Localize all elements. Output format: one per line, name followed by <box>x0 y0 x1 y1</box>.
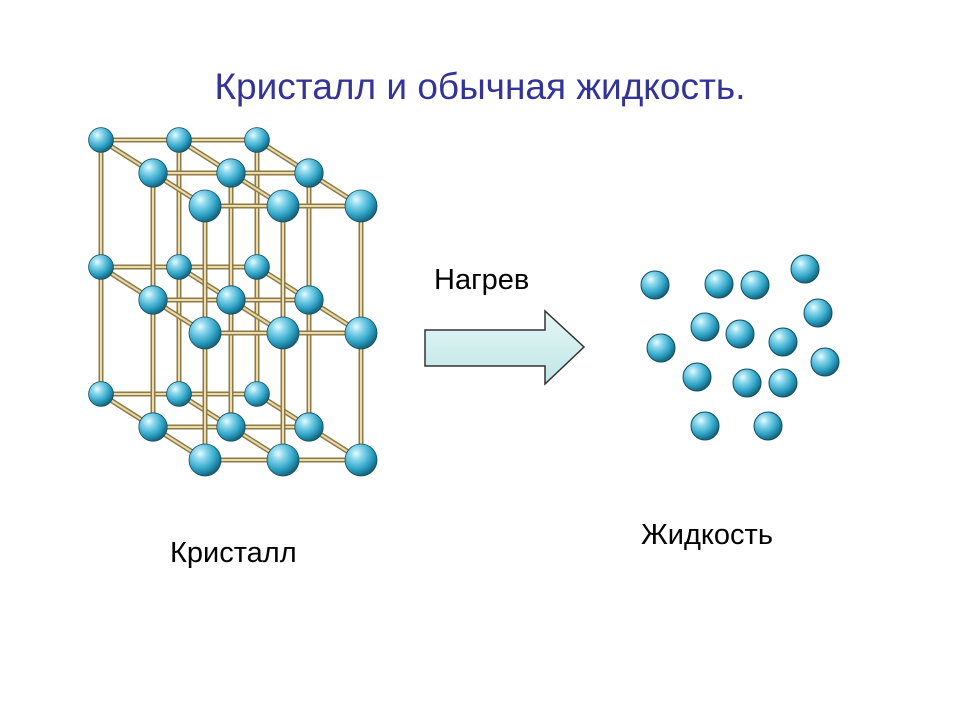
liquid-particle <box>690 411 720 441</box>
liquid-particle <box>803 298 833 328</box>
right-arrow-icon <box>424 309 586 386</box>
lattice-atom <box>266 189 300 223</box>
heat-label: Нагрев <box>434 264 530 296</box>
liquid-particle <box>768 327 798 357</box>
liquid-particle <box>740 270 770 300</box>
liquid-particle <box>768 368 798 398</box>
lattice-atom <box>344 189 378 223</box>
lattice-atom <box>216 285 246 315</box>
liquid-particle <box>704 269 734 299</box>
lattice-atoms <box>88 127 378 477</box>
lattice-atom <box>344 316 378 350</box>
lattice-atom <box>138 158 168 188</box>
lattice-atom <box>166 254 192 280</box>
crystal-label: Кристалл <box>170 537 297 569</box>
lattice-atom <box>166 381 192 407</box>
lattice-atom <box>216 158 246 188</box>
lattice-atom <box>244 381 270 407</box>
lattice-atom <box>88 127 114 153</box>
lattice-atom <box>294 412 324 442</box>
slide-title: Кристалл и обычная жидкость. <box>214 66 746 107</box>
lattice-atom <box>294 158 324 188</box>
lattice-atom <box>188 316 222 350</box>
lattice-atom <box>138 285 168 315</box>
lattice-atom <box>344 443 378 477</box>
liquid-particle <box>640 270 670 300</box>
lattice-atom <box>294 285 324 315</box>
liquid-particle <box>682 362 712 392</box>
lattice-atom <box>188 189 222 223</box>
liquid-particles-icon <box>640 254 840 441</box>
liquid-particle <box>753 411 783 441</box>
liquid-particle <box>732 368 762 398</box>
lattice-atom <box>216 412 246 442</box>
lattice-atom <box>166 127 192 153</box>
liquid-particle <box>690 312 720 342</box>
crystal-lattice-icon <box>88 127 378 477</box>
lattice-atom <box>188 443 222 477</box>
liquid-particle <box>790 254 820 284</box>
liquid-particle <box>646 333 676 363</box>
liquid-label: Жидкость <box>641 519 773 551</box>
lattice-atom <box>88 381 114 407</box>
lattice-atom <box>244 127 270 153</box>
lattice-atom <box>266 316 300 350</box>
lattice-atom <box>88 254 114 280</box>
lattice-atom <box>138 412 168 442</box>
liquid-particle <box>725 319 755 349</box>
liquid-particle <box>810 347 840 377</box>
lattice-atom <box>244 254 270 280</box>
lattice-atom <box>266 443 300 477</box>
